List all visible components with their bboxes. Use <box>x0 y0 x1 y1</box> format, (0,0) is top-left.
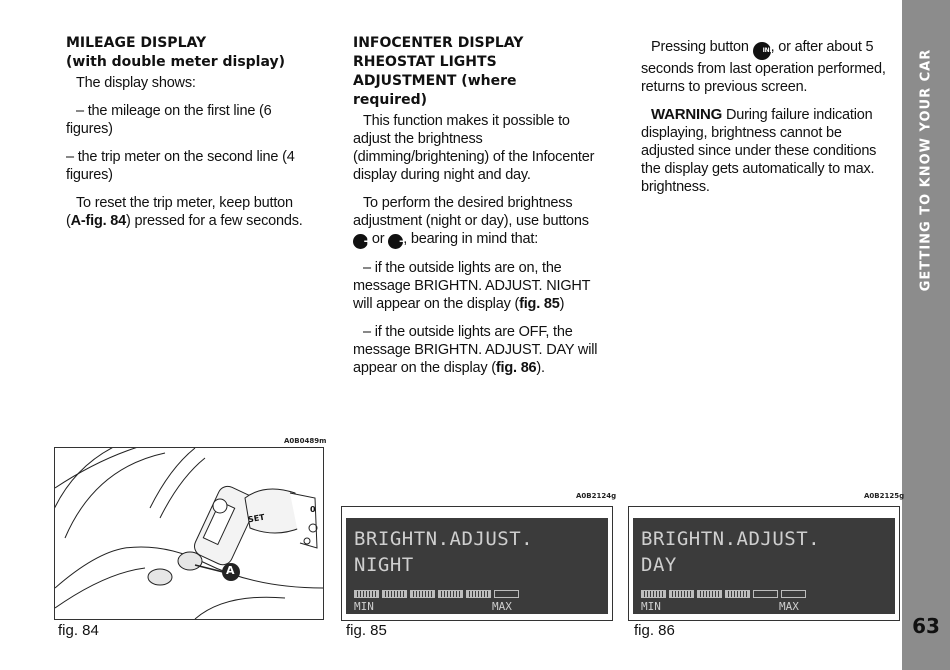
brightness-segment-on <box>669 590 694 598</box>
figure-85-display: BRIGHTN.ADJUST. NIGHT MIN MAX <box>341 506 613 621</box>
max-label: MAX <box>779 600 799 613</box>
brightness-segment-on <box>354 590 379 598</box>
figure-caption: fig. 85 <box>346 622 387 639</box>
figure-caption: fig. 84 <box>58 622 99 639</box>
column-info-button: Pressing button INFO, or after about 5 s… <box>641 38 891 206</box>
text: To reset the trip meter, keep button ( <box>66 195 293 229</box>
brightness-segment-on <box>641 590 666 598</box>
paragraph: This function makes it possible to adjus… <box>353 113 595 183</box>
brightness-segment-on <box>382 590 407 598</box>
lcd-line-2: NIGHT <box>354 554 414 576</box>
text: or <box>371 231 385 247</box>
text: ). <box>536 360 545 376</box>
heading-line: MILEAGE DISPLAY <box>66 35 207 51</box>
brightness-segment-off <box>781 590 806 598</box>
heading-line: required) <box>353 92 428 108</box>
chapter-sidebar <box>902 0 950 670</box>
paragraph: The display shows: <box>76 75 196 91</box>
paragraph: – the mileage on the first line (6 figur… <box>66 103 272 137</box>
figure-ref: A-fig. 84 <box>70 213 127 229</box>
brightness-segment-on <box>438 590 463 598</box>
text: ) pressed for a few seconds. <box>126 213 303 229</box>
text: – if the outside lights are on, the mess… <box>353 260 591 312</box>
heading-line: RHEOSTAT LIGHTS <box>353 54 497 70</box>
min-label: MIN <box>354 600 374 613</box>
heading-line: (with double meter display) <box>66 54 286 70</box>
dashboard-drawing <box>55 448 323 619</box>
brightness-bar <box>354 590 519 598</box>
text: To perform the desired brightness adjust… <box>353 195 589 229</box>
paragraph: To reset the trip meter, keep button (A-… <box>66 194 316 230</box>
paragraph: – if the outside lights are OFF, the mes… <box>353 323 605 377</box>
column-mileage: MILEAGE DISPLAY (with double meter displ… <box>66 34 316 240</box>
mileage-heading: MILEAGE DISPLAY (with double meter displ… <box>66 34 316 72</box>
figure-86-display: BRIGHTN.ADJUST. DAY MIN MAX <box>628 506 900 621</box>
warning-label: WARNING <box>651 106 723 123</box>
lcd-line-1: BRIGHTN.ADJUST. <box>641 528 821 550</box>
infocenter-heading: INFOCENTER DISPLAY RHEOSTAT LIGHTS ADJUS… <box>353 34 605 110</box>
lcd-line-1: BRIGHTN.ADJUST. <box>354 528 534 550</box>
figure-code: A0B2125g <box>864 492 905 500</box>
text: , or after about 5 seconds from last ope… <box>641 39 886 95</box>
brightness-segment-off <box>753 590 778 598</box>
text: ) <box>559 296 565 312</box>
brightness-segment-on <box>697 590 722 598</box>
brightness-segment-on <box>410 590 435 598</box>
brightness-segment-off <box>494 590 519 598</box>
minus-button-icon: − <box>388 234 408 249</box>
page-number: 63 <box>912 614 940 638</box>
text: , bearing in mind that: <box>403 231 539 247</box>
figure-code: A0B2124g <box>576 492 617 500</box>
figure-caption: fig. 86 <box>634 622 675 639</box>
figure-84-dashboard-illustration: A SET 0 <box>54 447 324 620</box>
max-label: MAX <box>492 600 512 613</box>
figure-ref: fig. 86 <box>495 360 537 376</box>
paragraph: – if the outside lights are on, the mess… <box>353 259 605 313</box>
text: During failure indication displaying, br… <box>641 107 877 195</box>
brightness-segment-on <box>466 590 491 598</box>
heading-line: INFOCENTER DISPLAY <box>353 35 524 51</box>
chapter-title: GETTING TO KNOW YOUR CAR <box>902 30 950 310</box>
brightness-segment-on <box>725 590 750 598</box>
plus-button-icon: + <box>353 234 373 249</box>
paragraph: To perform the desired brightness adjust… <box>353 194 605 249</box>
column-infocenter: INFOCENTER DISPLAY RHEOSTAT LIGHTS ADJUS… <box>353 34 605 387</box>
figure-ref: fig. 85 <box>519 296 560 312</box>
heading-line: ADJUSTMENT (where <box>353 73 517 89</box>
chapter-title-text: GETTING TO KNOW YOUR CAR <box>918 48 934 292</box>
warning-paragraph: WARNING During failure indication displa… <box>641 106 891 196</box>
paragraph: Pressing button INFO, or after about 5 s… <box>641 38 891 96</box>
infocenter-lcd: BRIGHTN.ADJUST. NIGHT MIN MAX <box>346 518 608 614</box>
text: Pressing button <box>651 39 749 55</box>
lcd-line-2: DAY <box>641 554 677 576</box>
infocenter-lcd: BRIGHTN.ADJUST. DAY MIN MAX <box>633 518 895 614</box>
text: – if the outside lights are OFF, the mes… <box>353 324 598 376</box>
label-zero: 0 <box>310 505 316 514</box>
info-button-icon: INFO <box>752 42 778 60</box>
min-label: MIN <box>641 600 661 613</box>
figure-code: A0B0489m <box>284 437 327 445</box>
label-a: A <box>226 564 235 577</box>
paragraph: – the trip meter on the second line (4 f… <box>66 149 295 183</box>
brightness-bar <box>641 590 806 598</box>
